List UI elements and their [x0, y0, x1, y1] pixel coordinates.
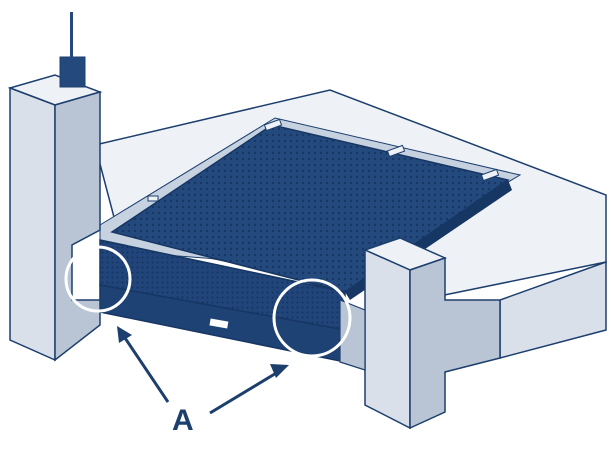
left-foam-endcap — [7, 12, 103, 362]
right-endcap-side — [409, 256, 501, 430]
left-endcap-side — [54, 91, 101, 362]
callout-arrow-left-line — [121, 334, 170, 403]
right-endcap-notch — [339, 299, 366, 371]
left-endcap-front — [9, 86, 56, 362]
rail-clip-2 — [386, 144, 406, 158]
server-chassis — [99, 118, 512, 363]
highlight-circle-left — [64, 245, 132, 313]
rail-clip-3 — [480, 168, 500, 182]
antenna-rod — [70, 12, 73, 58]
highlight-circle-right — [272, 278, 352, 358]
right-endcap-front — [364, 248, 411, 430]
antenna-tab — [59, 56, 86, 88]
rail-clip-4 — [147, 195, 159, 202]
rail-clip-1 — [263, 118, 283, 132]
right-foam-endcap — [339, 237, 501, 430]
callout-arrows — [117, 326, 289, 415]
callout-arrow-left-head — [117, 326, 132, 343]
callout-arrow-right-line — [209, 370, 279, 415]
chassis-front-label — [209, 318, 229, 329]
callout-arrow-right-head — [270, 364, 289, 378]
callout-label-a: A — [172, 404, 194, 437]
